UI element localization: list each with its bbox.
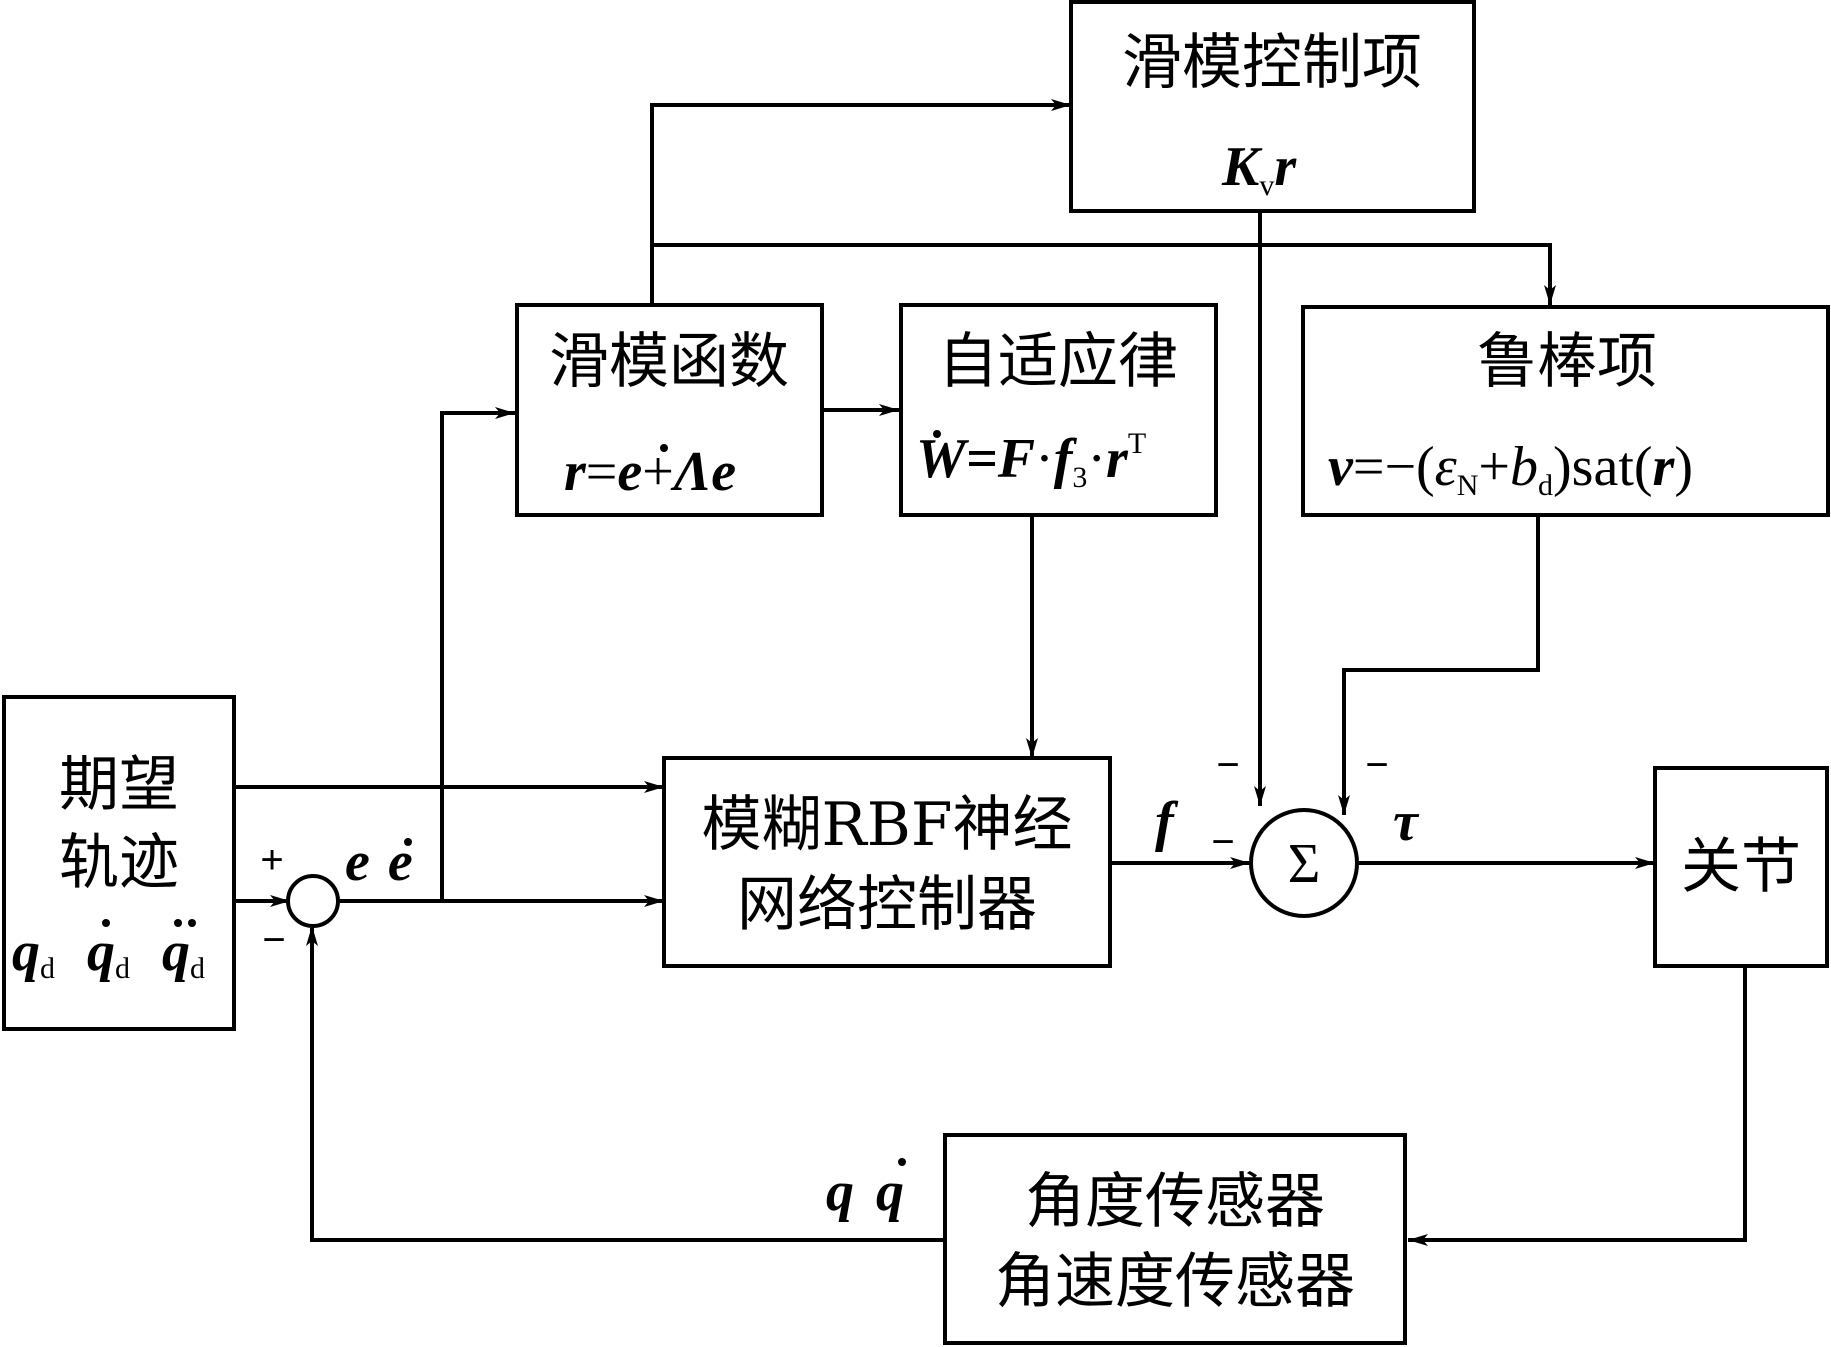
junction-plus-sign: + [260,838,283,882]
sliding-function-block: 滑模函数 r=e+Λe [515,303,824,517]
desired-label-line2: 轨迹 [59,828,179,898]
tau-signal-label: τ [1393,791,1420,853]
arrow-robust-to-sum [1338,515,1540,815]
sum-minus-smc: − [1216,743,1239,787]
desired-label-line1: 期望 [59,750,179,820]
robust-term-block: 鲁棒项 v=−(εN+bd)sat(r) [1301,305,1830,517]
adaptive-law-block: 自适应律 W=F·f3·rT [899,303,1218,517]
joint-title: 关节 [1681,832,1801,902]
smc-term-formula: Kvr [1221,136,1297,202]
sensors-label-line1: 角度传感器 [1025,1167,1325,1237]
adaptive-law-title: 自适应律 [938,327,1178,397]
desired-signals: qd qd qd [12,921,205,991]
controller-label-line2: 网络控制器 [737,870,1037,940]
sliding-function-formula: r=e+Λe [564,441,736,503]
arrow-feedback-to-junction [306,926,945,1242]
controller-label-line1: 模糊RBF神经 [702,790,1073,860]
robust-term-formula: v=−(εN+bd)sat(r) [1328,436,1693,502]
sigma-symbol: Σ [1288,833,1321,895]
sensors-label-line2: 角速度传感器 [995,1247,1355,1317]
adaptive-law-formula: W=F·f3·rT [916,427,1146,494]
joint-block: 关节 [1653,766,1829,968]
fuzzy-rbf-controller-block: 模糊RBF神经 网络控制器 [662,756,1112,968]
smc-term-title: 滑模控制项 [1122,28,1422,98]
sensors-block: 角度传感器 角速度传感器 [943,1133,1407,1345]
sum-minus-f: − [1211,820,1234,864]
sum-minus-robust: − [1365,743,1388,787]
sliding-function-title: 滑模函数 [549,327,789,397]
arrow-sliding-to-robust-term [652,243,1556,305]
arrow-sliding-to-smc-term [650,99,1071,305]
robust-term-title: 鲁棒项 [1477,327,1657,397]
junction-minus-sign: − [262,918,285,962]
control-sum-junction: Σ − − − [1211,743,1389,918]
f-signal-label: f [1155,791,1179,853]
arrow-joint-to-sensors [1408,966,1747,1246]
sliding-mode-control-term-block: 滑模控制项 Kvr [1069,0,1476,213]
connections [236,99,1747,1246]
desired-trajectory-block: 期望 轨迹 qd qd qd [2,695,236,1031]
arrow-error-to-sliding-function [440,407,515,901]
error-summing-junction: + − [260,838,340,962]
